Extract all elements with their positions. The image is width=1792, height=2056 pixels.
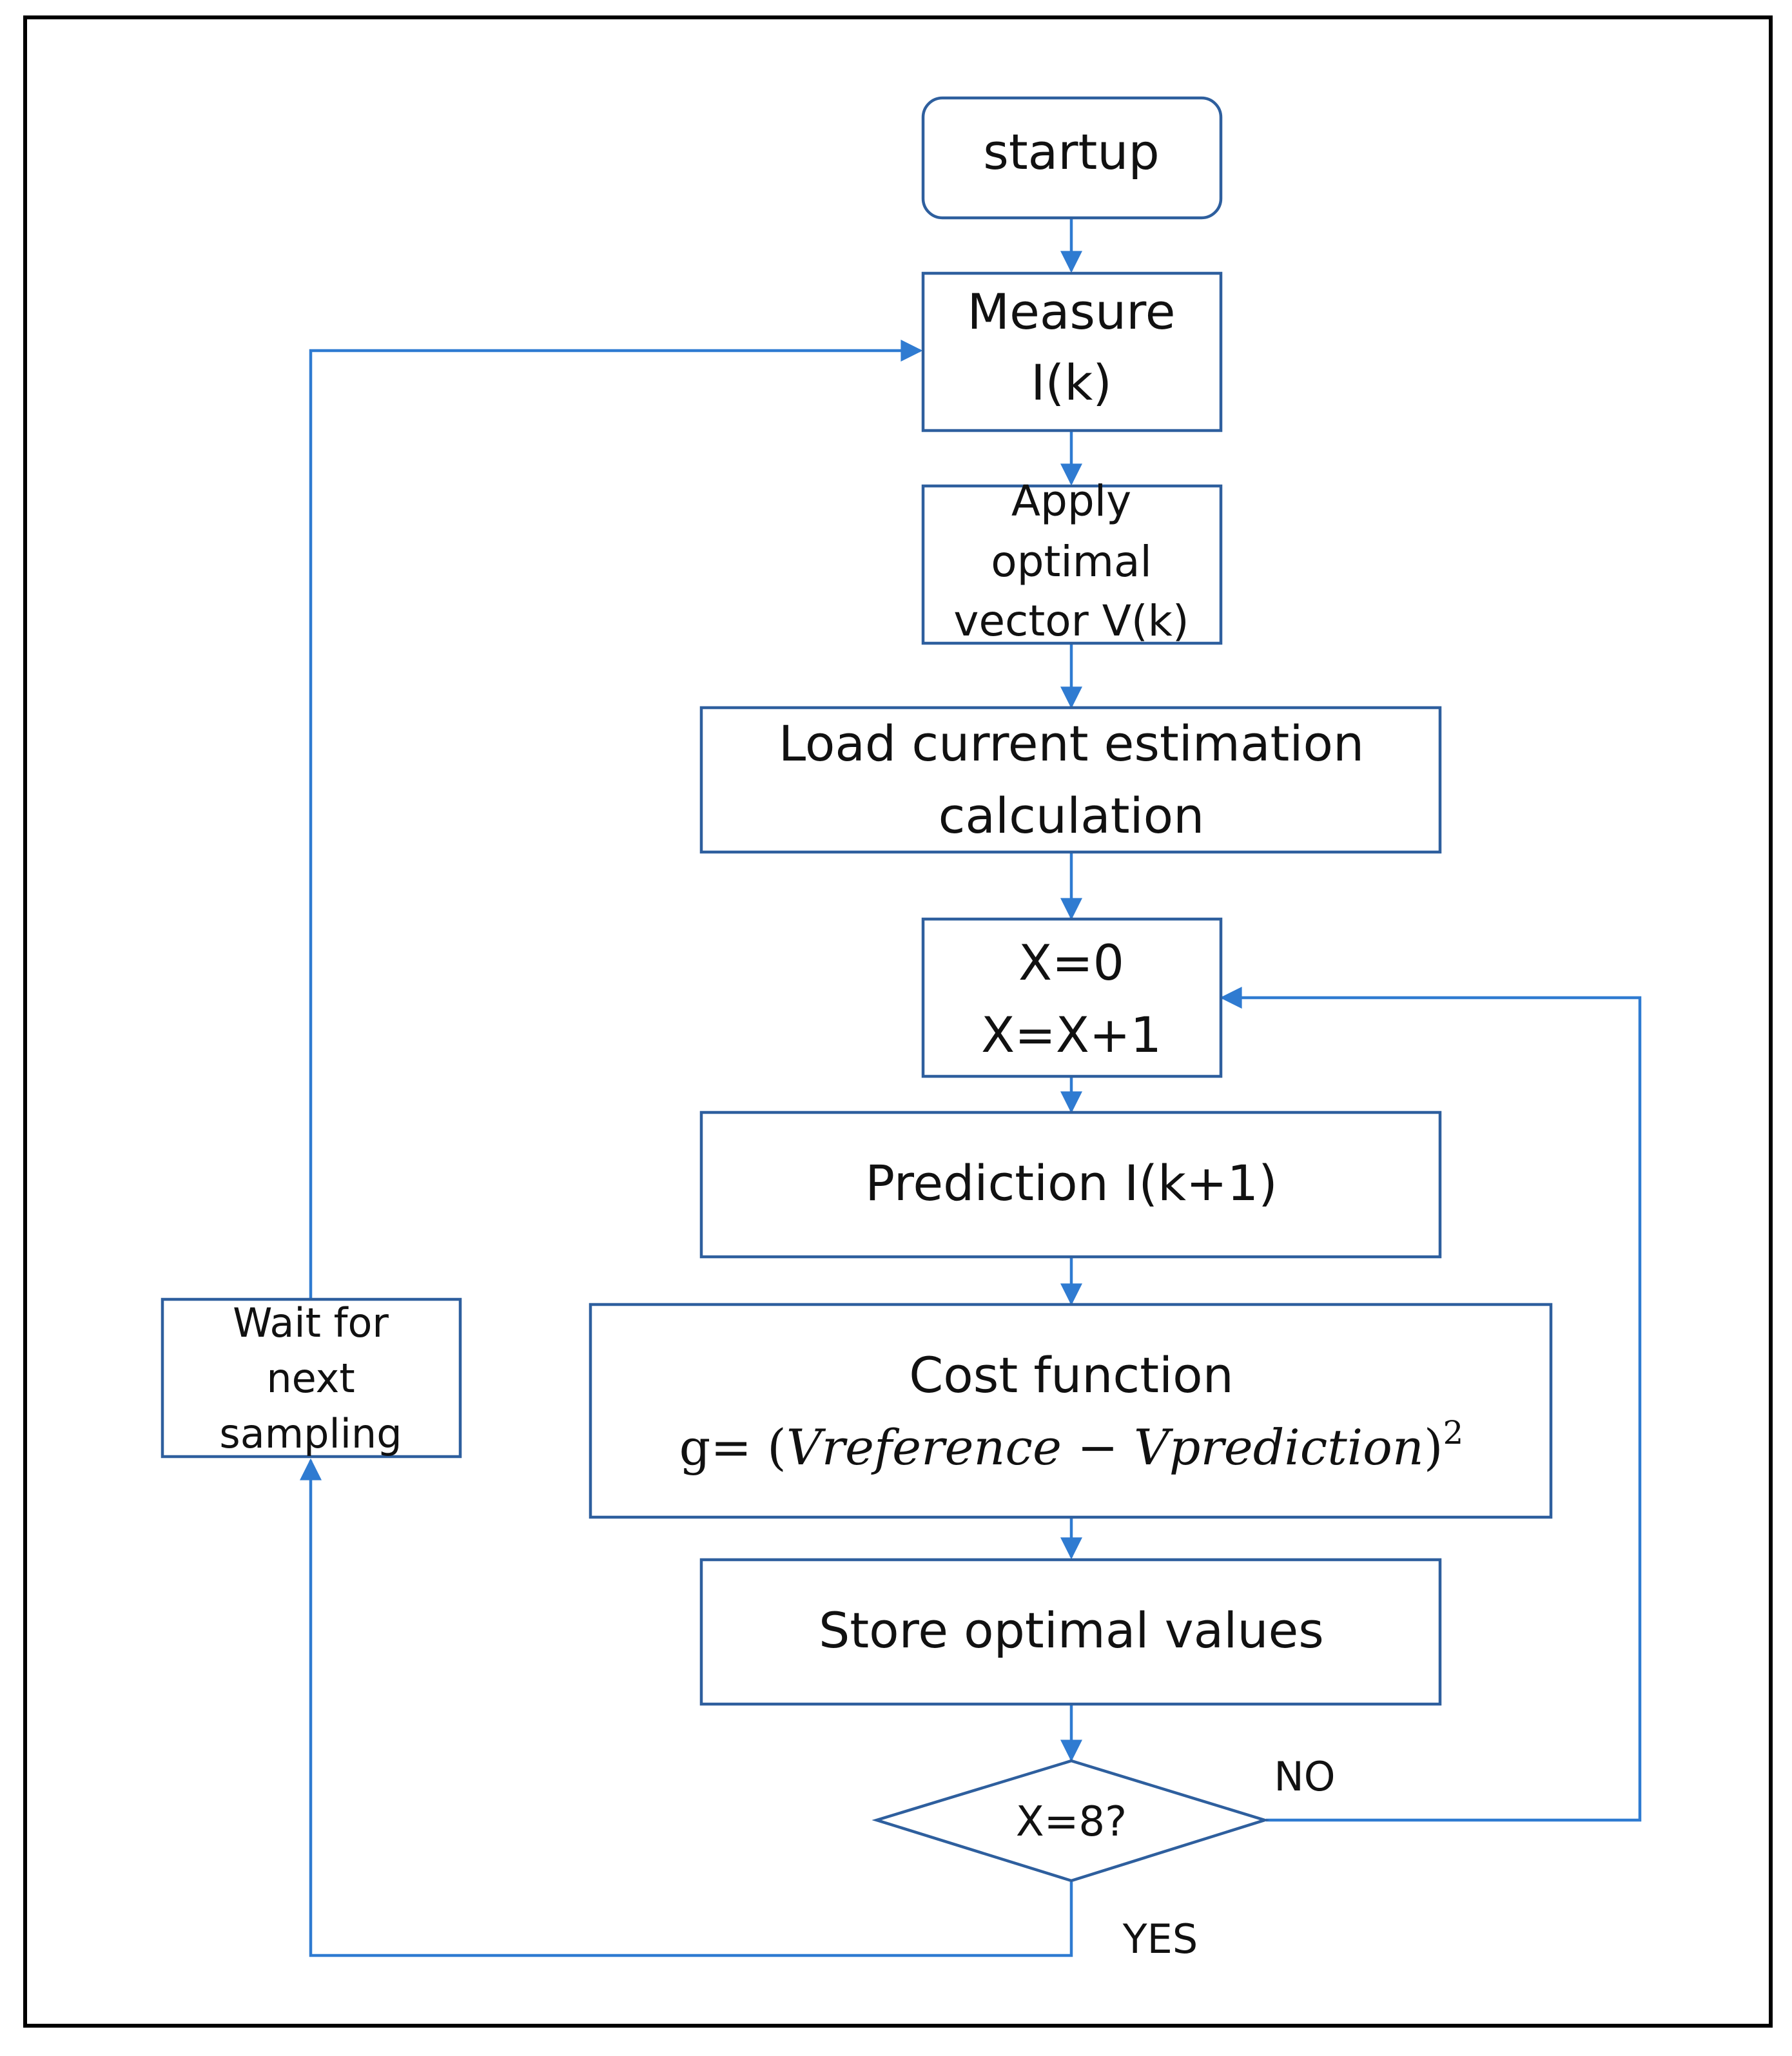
node-counter: X=0 X=X+1 xyxy=(921,917,1223,1078)
node-cost-function: Cost function g= (Vreference − Vpredicti… xyxy=(589,1303,1553,1519)
formula-minus: − xyxy=(1062,1419,1134,1476)
node-measure-line2: I(k) xyxy=(1031,354,1112,411)
node-prediction-label: Prediction I(k+1) xyxy=(865,1154,1277,1212)
node-wait-line1: Wait for xyxy=(233,1299,389,1346)
formula-prefix: g= xyxy=(679,1419,768,1476)
node-wait-line2: next xyxy=(266,1355,355,1402)
node-load-line1: Load current estimation xyxy=(779,715,1364,772)
node-wait: Wait for next sampling xyxy=(161,1297,462,1459)
node-startup: startup xyxy=(921,96,1223,220)
node-load-estimation: Load current estimation calculation xyxy=(699,706,1442,854)
node-measure-line1: Measure xyxy=(968,283,1176,340)
node-counter-line2: X=X+1 xyxy=(981,1006,1162,1063)
node-counter-line1: X=0 xyxy=(1018,934,1124,991)
node-load-line2: calculation xyxy=(939,787,1205,844)
node-decision: X=8? xyxy=(872,1759,1270,1883)
node-cost-formula: g= (Vreference − Vprediction)2 xyxy=(679,1414,1464,1476)
formula-open-paren: ( xyxy=(767,1419,786,1476)
formula-exponent: 2 xyxy=(1443,1414,1464,1451)
node-apply-line1: Apply xyxy=(1011,476,1131,526)
edge-label-no: NO xyxy=(1274,1753,1335,1800)
formula-term-prediction: Vprediction xyxy=(1134,1419,1424,1476)
node-apply-line2: optimal xyxy=(991,537,1152,587)
node-prediction: Prediction I(k+1) xyxy=(699,1110,1442,1259)
formula-close-paren: ) xyxy=(1424,1419,1443,1476)
node-decision-label: X=8? xyxy=(1016,1798,1127,1846)
node-startup-label: startup xyxy=(983,123,1159,180)
node-apply-line3: vector V(k) xyxy=(953,596,1189,646)
node-cost-title: Cost function xyxy=(909,1346,1234,1404)
edge-wait-to-measure xyxy=(309,340,923,1298)
edge-decision-yes-to-wait xyxy=(300,1458,1073,1957)
figure-frame xyxy=(23,15,1773,2028)
formula-term-reference: Vreference xyxy=(786,1419,1062,1476)
edge-decision-no-to-counter xyxy=(1220,987,1642,1822)
edge-label-yes: YES xyxy=(1122,1915,1198,1963)
node-store-label: Store optimal values xyxy=(819,1602,1324,1659)
node-measure: Measure I(k) xyxy=(921,271,1223,432)
node-wait-line3: sampling xyxy=(219,1410,402,1457)
node-apply: Apply optimal vector V(k) xyxy=(921,476,1223,646)
connectors xyxy=(300,219,1642,1957)
node-store: Store optimal values xyxy=(699,1558,1442,1706)
